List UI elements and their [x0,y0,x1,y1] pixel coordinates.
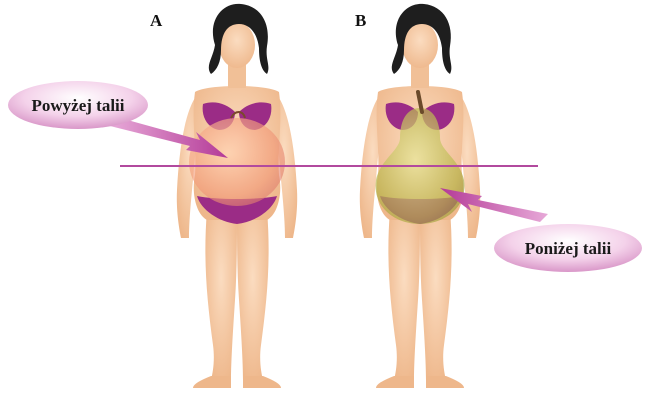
panel-b-letter: B [355,11,366,30]
panel-a-letter: A [150,11,163,30]
callout-above-waist-label: Powyżej talii [32,96,125,115]
callout-below-waist-label: Poniżej talii [525,239,612,258]
apple-icon [189,118,285,206]
figure-a [177,4,297,388]
